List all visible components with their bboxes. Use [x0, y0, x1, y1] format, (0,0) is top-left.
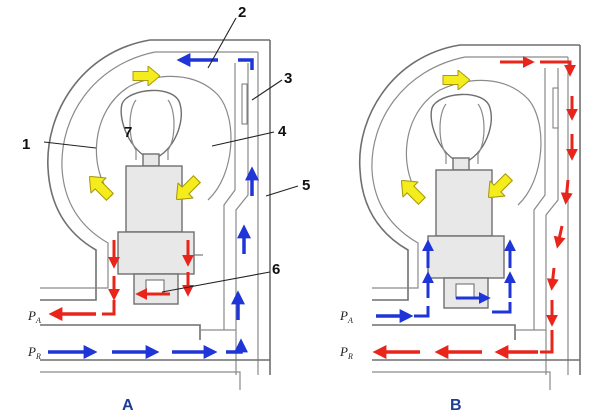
label-6: 6: [272, 261, 280, 278]
label-4: 4: [278, 123, 287, 140]
red-flow-arrow: [102, 300, 116, 316]
blue-flow-arrow: [492, 302, 512, 314]
red-flow-arrow: [546, 267, 559, 291]
yellow-arrow-icon: [393, 172, 430, 209]
panel-b: PA PR B: [339, 44, 581, 414]
label-5: 5: [302, 177, 310, 194]
panel-b-title: B: [450, 397, 462, 414]
red-flow-arrow: [560, 179, 573, 205]
red-flow-arrow: [540, 60, 576, 77]
blue-flow-arrow: [414, 306, 430, 318]
blue-flow-arrow: [238, 58, 254, 70]
label-1: 1: [22, 136, 30, 153]
panel-a: 1 2 3 4 5 6 7 PA PR A: [22, 4, 310, 414]
red-flow-arrow: [540, 330, 554, 354]
pressure-label-pr: PR: [27, 344, 41, 361]
panel-a-title: A: [122, 397, 134, 414]
label-2: 2: [238, 4, 246, 21]
flows-b: [372, 56, 578, 359]
housing-a: [40, 39, 271, 390]
pressure-label-pa-b: PA: [339, 308, 353, 325]
red-flow-arrow: [553, 225, 566, 249]
pressure-label-pr-b: PR: [339, 344, 353, 361]
label-3: 3: [284, 70, 292, 87]
pressure-label-pa: PA: [27, 308, 41, 325]
callouts-a: 1 2 3 4 5 6 7: [22, 4, 310, 293]
housing-b: [358, 44, 581, 390]
blue-flow-arrow: [226, 338, 248, 354]
label-7: 7: [124, 124, 132, 141]
